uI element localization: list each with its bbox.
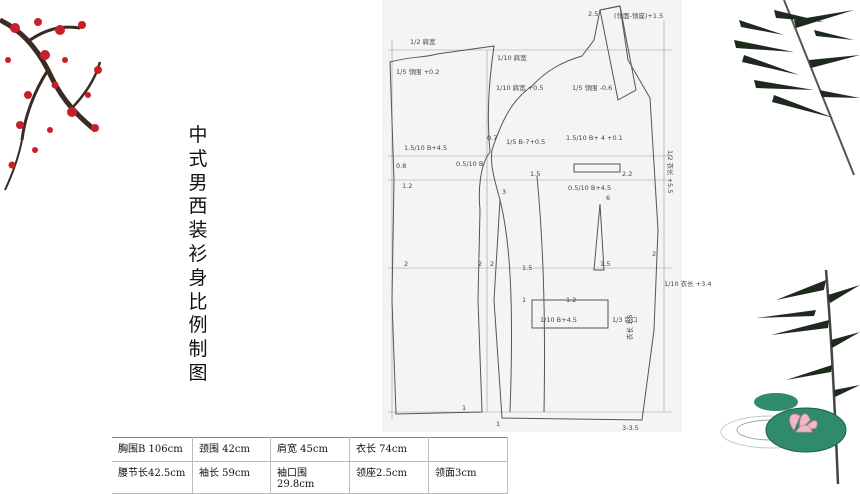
label-front-width: 1/10 肩宽 (497, 53, 527, 62)
label-chest-mid: 1/5 B-7+0.5 (506, 138, 545, 146)
label-neck-a: 1/5 领围 +0.2 (396, 67, 439, 76)
label-n08: 0.8 (396, 162, 406, 170)
label-pocket-lower-side: 1/3 袋口 (612, 315, 638, 324)
table-row: 胸围B 106cm 颈围 42cm 肩宽 45cm 衣长 74cm (112, 437, 508, 462)
bamboo-top-right (734, 0, 860, 176)
table-cell: 领座2.5cm (349, 461, 429, 494)
label-n2d: 2 (652, 250, 656, 258)
label-n15b: 1.5 (600, 260, 610, 268)
label-neck-b: 1/10 肩宽 +0.5 (496, 83, 544, 92)
label-n1c: 1 (496, 420, 500, 428)
plum-blossom-branch (0, 17, 102, 191)
label-pocket-upper: 0.5/10 B+4.5 (568, 184, 611, 192)
label-n1b: 1 (462, 404, 466, 412)
jacket-pattern-draft: 1/2 肩宽 1/10 肩宽 1/5 领围 +0.2 1/10 肩宽 +0.5 … (382, 0, 712, 432)
label-n15c: 1.5 (522, 264, 532, 272)
table-cell: 领面3cm (428, 461, 508, 494)
label-collar-top: (领面-领座)+1.5 (614, 11, 663, 20)
label-armhole: 0.5/10 B (456, 160, 483, 168)
label-chest-back: 1.5/10 B+4.5 (404, 144, 447, 152)
table-cell: 肩宽 45cm (270, 437, 350, 462)
label-hem-right: 3-3.5 (622, 424, 639, 432)
label-n6: 6 (606, 194, 610, 202)
label-back-width: 1/2 肩宽 (410, 37, 436, 46)
label-n2c: 2 (490, 260, 494, 268)
label-n15a: 1.5 (530, 170, 540, 178)
table-row: 腰节长42.5cm 袖长 59cm 袖口围 29.8cm 领座2.5cm 领面3… (112, 461, 508, 494)
bamboo-lotus-bottom-right (720, 269, 860, 485)
label-n1a: 1 (522, 296, 526, 304)
label-n12b: 1.2 (566, 296, 576, 304)
label-lower-right: 衣长 1.5 (625, 315, 634, 340)
label-n12: 1.2 (402, 182, 412, 190)
table-cell: 衣长 74cm (349, 437, 429, 462)
slide-title: 中式男西装衫身比例制图 (188, 124, 208, 384)
label-chest-front: 1.5/10 B+ 4 +0.1 (566, 134, 623, 142)
measurement-table: 胸围B 106cm 颈围 42cm 肩宽 45cm 衣长 74cm 腰节长42.… (112, 437, 508, 494)
label-n07: 0.7 (487, 134, 497, 142)
label-n3: 3 (502, 188, 506, 196)
table-cell: 胸围B 106cm (112, 437, 193, 462)
table-cell: 袖长 59cm (192, 461, 271, 494)
label-pocket-lower: 1/10 B+4.5 (540, 316, 577, 324)
table-cell: 腰节长42.5cm (112, 461, 193, 494)
table-cell: 袖口围 29.8cm (270, 461, 350, 494)
label-collar-25: 2.5 (588, 10, 598, 18)
table-cell (428, 437, 508, 462)
label-neck-front: 1/5 领围 -0.6 (572, 83, 612, 92)
table-cell: 颈围 42cm (192, 437, 271, 462)
label-length-side: 1/10 衣长 +3.4 (664, 279, 712, 288)
label-n2b: 2 (478, 260, 482, 268)
label-n2a: 2 (404, 260, 408, 268)
label-n22: 2.2 (622, 170, 632, 178)
label-length-right: 1/2 衣长 +5.5 (666, 150, 675, 193)
